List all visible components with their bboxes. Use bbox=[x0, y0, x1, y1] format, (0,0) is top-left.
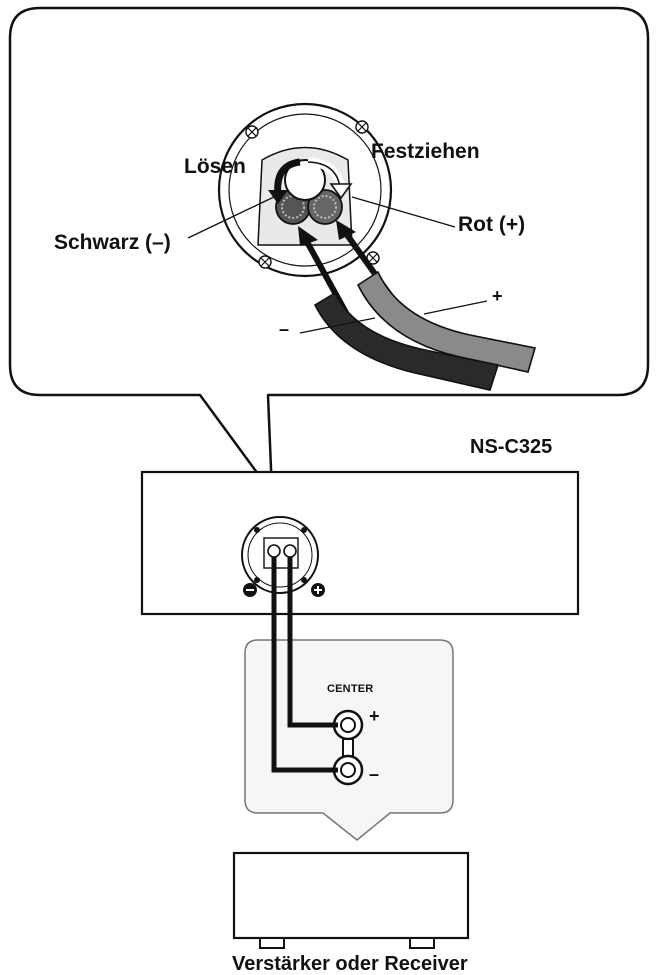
amp-minus-label: – bbox=[369, 764, 380, 784]
wire-minus bbox=[271, 557, 338, 773]
minus-terminal-icon bbox=[243, 583, 257, 597]
receiver-caption: Verstärker oder Receiver bbox=[232, 953, 468, 975]
amp-binding-post-minus bbox=[332, 754, 364, 786]
plate-screw-icon bbox=[258, 255, 272, 269]
amp-binding-post-plus bbox=[332, 709, 364, 741]
plate-screw-icon bbox=[245, 125, 259, 139]
amp-plus-label: + bbox=[369, 706, 380, 726]
red-terminal-label: Rot (+) bbox=[458, 213, 526, 236]
plus-terminal-icon bbox=[311, 583, 325, 597]
black-terminal-label: Schwarz (–) bbox=[54, 231, 171, 254]
plate-screw-icon bbox=[355, 120, 369, 134]
cable-minus-label: – bbox=[279, 319, 290, 339]
receiver-box bbox=[232, 851, 470, 949]
speaker-model-label: NS-C325 bbox=[470, 436, 553, 458]
loosen-label: Lösen bbox=[184, 155, 246, 178]
terminal-knob-red bbox=[307, 189, 343, 225]
amp-terminal-label: CENTER bbox=[327, 683, 374, 695]
speaker-cable-magnified bbox=[299, 270, 537, 391]
speaker-cabinet bbox=[140, 470, 580, 616]
cable-plus-label: + bbox=[492, 286, 503, 306]
terminal-plate-small bbox=[241, 516, 319, 594]
tighten-label: Festziehen bbox=[371, 140, 480, 163]
wire-plus bbox=[287, 557, 338, 728]
